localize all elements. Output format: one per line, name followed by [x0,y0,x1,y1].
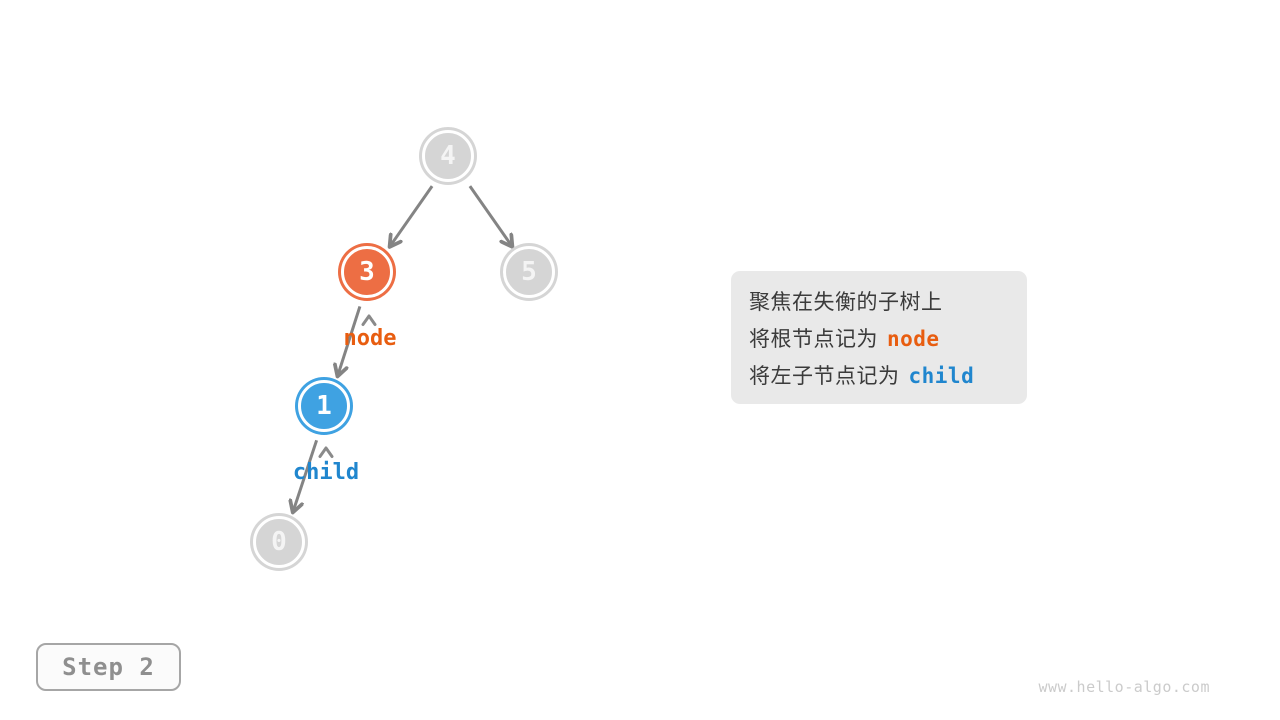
annotation-line-3: 将左子节点记为 child [749,358,1009,395]
watermark: www.hello-algo.com [1038,678,1210,696]
pointer-label-child: child [292,460,360,485]
step-badge: Step 2 [36,643,181,691]
caret-up-node-icon [361,314,377,326]
edge-4-5 [468,185,512,246]
annotation-line-1-text: 聚焦在失衡的子树上 [749,291,943,314]
tree-node-1: 1 [298,380,350,432]
annotation-line-2: 将根节点记为 node [749,321,1009,358]
pointer-label-node: node [343,326,397,351]
caret-up-child-icon [318,446,334,458]
annotation-line-2-code: node [887,327,940,351]
annotation-line-1: 聚焦在失衡的子树上 [749,285,1009,321]
annotation-box: 聚焦在失衡的子树上 将根节点记为 node 将左子节点记为 child [731,271,1027,404]
tree-node-0: 0 [253,516,305,568]
annotation-line-3-code: child [908,364,975,388]
tree-node-5: 5 [503,246,555,298]
annotation-line-2-text: 将根节点记为 [749,328,878,351]
edge-4-3 [390,185,434,246]
tree-node-4: 4 [422,130,474,182]
tree-node-3: 3 [341,246,393,298]
annotation-line-3-text: 将左子节点记为 [749,365,900,388]
